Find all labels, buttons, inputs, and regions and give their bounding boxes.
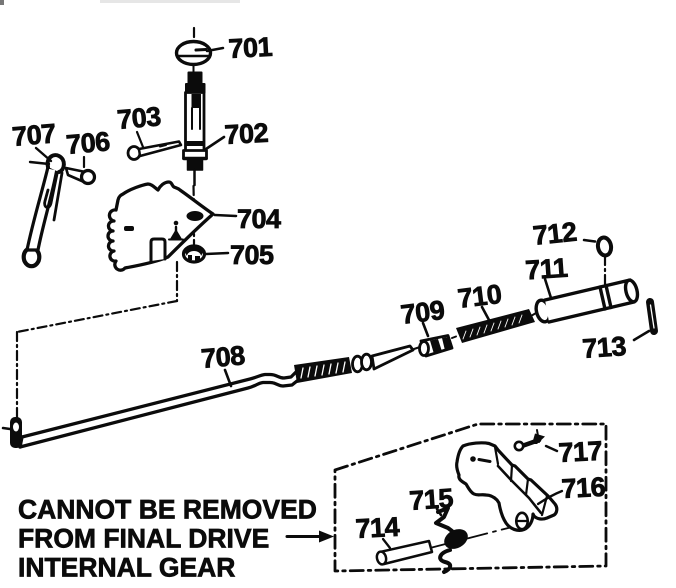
svg-text:INTERNAL GEAR: INTERNAL GEAR bbox=[18, 553, 235, 583]
svg-text:712: 712 bbox=[531, 217, 577, 251]
svg-text:701: 701 bbox=[228, 32, 274, 64]
svg-text:703: 703 bbox=[116, 101, 162, 135]
svg-text:713: 713 bbox=[581, 331, 627, 364]
svg-text:702: 702 bbox=[224, 118, 269, 150]
svg-text:706: 706 bbox=[65, 126, 111, 160]
svg-text:717: 717 bbox=[558, 436, 603, 468]
svg-text:709: 709 bbox=[399, 295, 446, 330]
svg-text:711: 711 bbox=[524, 253, 569, 286]
svg-text:714: 714 bbox=[355, 512, 401, 544]
svg-text:710: 710 bbox=[456, 279, 503, 314]
svg-text:715: 715 bbox=[408, 483, 454, 516]
svg-text:CANNOT BE REMOVED: CANNOT BE REMOVED bbox=[18, 495, 317, 525]
svg-text:FROM FINAL DRIVE: FROM FINAL DRIVE bbox=[18, 524, 269, 554]
svg-text:704: 704 bbox=[237, 204, 281, 234]
svg-text:716: 716 bbox=[561, 472, 607, 504]
svg-text:705: 705 bbox=[230, 240, 274, 270]
svg-text:708: 708 bbox=[200, 340, 246, 374]
svg-text:707: 707 bbox=[11, 118, 57, 152]
